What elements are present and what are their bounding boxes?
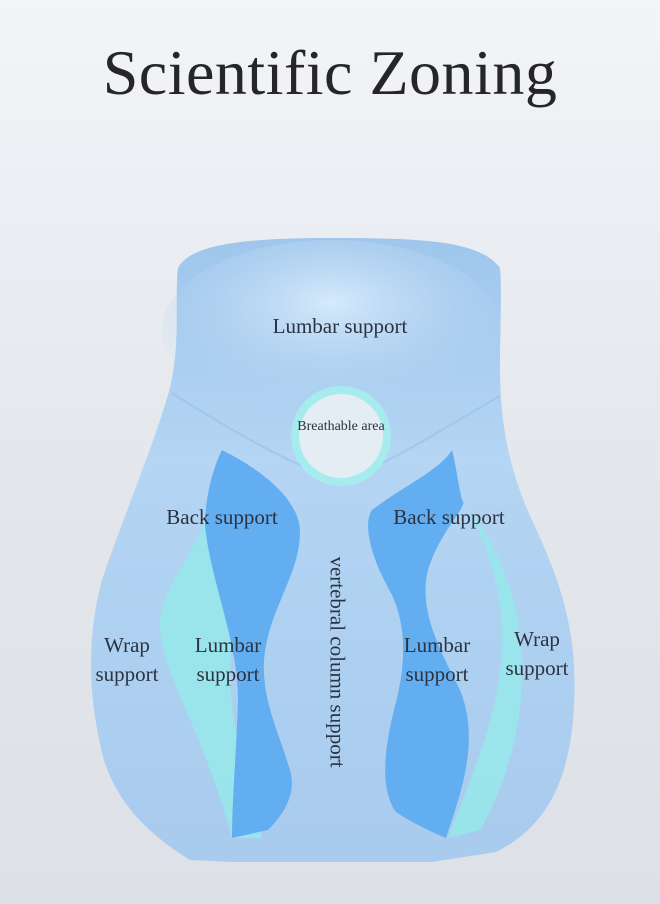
label-back-right: Back support [393, 505, 505, 529]
label-wrap-left: Wrap support [95, 633, 159, 686]
label-back-left: Back support [166, 505, 278, 529]
label-wrap-right: Wrap support [505, 627, 569, 680]
label-lumbar-left: Lumbar support [194, 633, 262, 686]
label-lumbar-right: Lumbar support [403, 633, 471, 686]
label-top-lumbar: Lumbar support [272, 314, 408, 338]
left-blue-zone [205, 450, 300, 838]
right-aqua-zone [448, 500, 522, 838]
cushion-top-glow [162, 240, 502, 420]
breathable-area [299, 394, 383, 478]
right-blue-zone [368, 450, 469, 838]
label-vertebral-text: vertebral column support [325, 556, 350, 768]
page-title: Scientific Zoning [102, 37, 558, 108]
label-breathable: Breathable area [297, 419, 385, 434]
